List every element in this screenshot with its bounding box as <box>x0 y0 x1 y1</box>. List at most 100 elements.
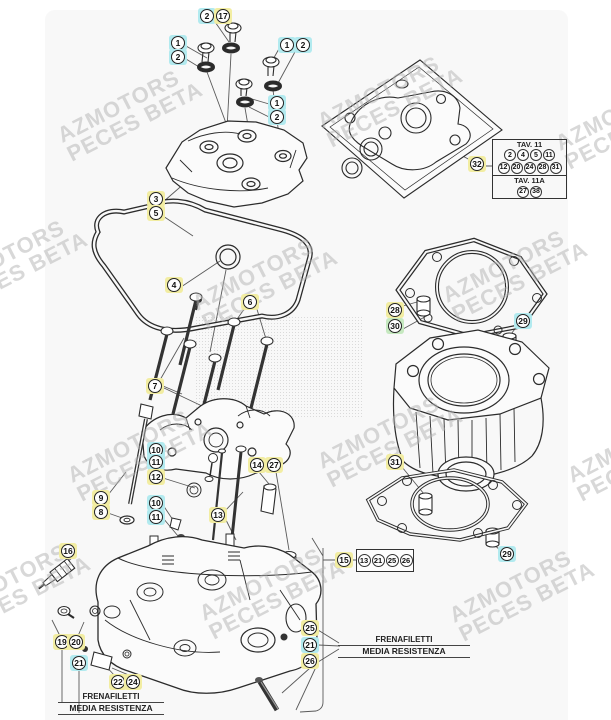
callout-2[interactable]: 2 <box>294 37 312 53</box>
callout-number: 10 <box>149 496 163 510</box>
callout-12[interactable]: 12 <box>147 469 165 485</box>
ref-2: 2 <box>504 149 516 161</box>
callout-30[interactable]: 30 <box>386 318 404 334</box>
callout-11[interactable]: 11 <box>147 454 165 470</box>
callout-8[interactable]: 8 <box>92 504 110 520</box>
ref-11: 11 <box>543 149 555 161</box>
callout-number: 28 <box>388 303 402 317</box>
callout-number: 10 <box>149 443 163 457</box>
callout-31[interactable]: 31 <box>386 454 404 470</box>
callout-7[interactable]: 7 <box>146 378 164 394</box>
cylinder-head-drawing <box>95 533 322 694</box>
callout-number: 1 <box>270 96 284 110</box>
ref-38: 38 <box>530 185 542 198</box>
callout-number: 1 <box>280 38 294 52</box>
ref-28: 28 <box>536 161 549 174</box>
callout-25[interactable]: 25 <box>301 620 319 636</box>
head-gasket-drawing <box>395 237 548 339</box>
callout-number: 17 <box>216 9 230 23</box>
callout-19[interactable]: 19 <box>53 634 71 650</box>
note-line-1: FRENAFILETTI <box>58 692 164 703</box>
gasket-kit-drawing <box>321 59 503 199</box>
callout-number: 5 <box>149 206 163 220</box>
callout-26[interactable]: 26 <box>301 653 319 669</box>
callout-11[interactable]: 11 <box>147 509 165 525</box>
callout-32[interactable]: 32 <box>468 156 486 172</box>
callout-number: 21 <box>303 638 317 652</box>
callout-number: 12 <box>149 470 163 484</box>
note-line-2: MEDIA RESISTENZA <box>338 646 470 658</box>
callout-number: 21 <box>72 656 86 670</box>
callout-27[interactable]: 27 <box>265 457 283 473</box>
callout-number: 20 <box>69 635 83 649</box>
callout-10[interactable]: 10 <box>147 495 165 511</box>
callout-16[interactable]: 16 <box>59 543 77 559</box>
threadlocker-note-left: FRENAFILETTI MEDIA RESISTENZA <box>58 692 164 715</box>
callout-number: 11 <box>149 510 163 524</box>
callout-21[interactable]: 21 <box>70 655 88 671</box>
callout-number: 7 <box>148 379 162 393</box>
valve-cover-drawing <box>165 120 308 208</box>
stud-and-washer-drawing <box>119 403 154 525</box>
callout-number: 30 <box>388 319 402 333</box>
callout-number: 8 <box>94 505 108 519</box>
callout-number: 29 <box>500 547 514 561</box>
callout-21[interactable]: 21 <box>301 637 319 653</box>
callout-number: 31 <box>388 455 402 469</box>
note-line-1: FRENAFILETTI <box>338 635 470 646</box>
callout-2[interactable]: 2 <box>268 109 286 125</box>
callout-number: 6 <box>243 295 257 309</box>
callout-4[interactable]: 4 <box>165 277 183 293</box>
callout-20[interactable]: 20 <box>67 634 85 650</box>
callout-number: 13 <box>211 508 225 522</box>
callout-number: 1 <box>171 36 185 50</box>
ref-13: 13 <box>357 554 371 567</box>
ref-12: 12 <box>497 161 510 174</box>
callout-24[interactable]: 24 <box>124 674 142 690</box>
ref-4: 4 <box>517 149 529 161</box>
callout-14[interactable]: 14 <box>248 457 266 473</box>
tav-title-a: TAV. 11 <box>516 139 543 149</box>
callout-number: 9 <box>94 491 108 505</box>
callout-1[interactable]: 1 <box>268 95 286 111</box>
callout-6[interactable]: 6 <box>241 294 259 310</box>
tav-title-b: TAV. 11A <box>493 175 566 185</box>
callout-15[interactable]: 15 <box>335 552 353 568</box>
ref-20: 20 <box>510 161 523 174</box>
callout-29[interactable]: 29 <box>514 313 532 329</box>
threadlocker-note-right: FRENAFILETTI MEDIA RESISTENZA <box>338 635 470 658</box>
sensor-and-hardware-drawing <box>38 557 288 712</box>
callout-number: 27 <box>267 458 281 472</box>
callout-28[interactable]: 28 <box>386 302 404 318</box>
ref-26: 26 <box>399 554 413 567</box>
callout-13[interactable]: 13 <box>209 507 227 523</box>
callout-number: 2 <box>200 9 214 23</box>
ref-25: 25 <box>385 554 399 567</box>
callout-number: 4 <box>167 278 181 292</box>
callout-17[interactable]: 17 <box>214 8 232 24</box>
callout-number: 16 <box>61 544 75 558</box>
callout-9[interactable]: 9 <box>92 490 110 506</box>
callout-1[interactable]: 1 <box>278 37 296 53</box>
callout-29[interactable]: 29 <box>498 546 516 562</box>
callout-5[interactable]: 5 <box>147 205 165 221</box>
callout-number: 24 <box>126 675 140 689</box>
note-line-2: MEDIA RESISTENZA <box>58 703 164 715</box>
callout-2[interactable]: 2 <box>198 8 216 24</box>
base-gasket-drawing <box>365 468 529 542</box>
ref-24: 24 <box>523 161 536 174</box>
cover-screws <box>197 22 282 108</box>
callout-number: 2 <box>296 38 310 52</box>
ref-27: 27 <box>517 185 529 198</box>
ref-21: 21 <box>371 554 385 567</box>
callout-22[interactable]: 22 <box>109 674 127 690</box>
callout-number: 26 <box>303 654 317 668</box>
callout-number: 29 <box>516 314 530 328</box>
callout-2[interactable]: 2 <box>169 49 187 65</box>
